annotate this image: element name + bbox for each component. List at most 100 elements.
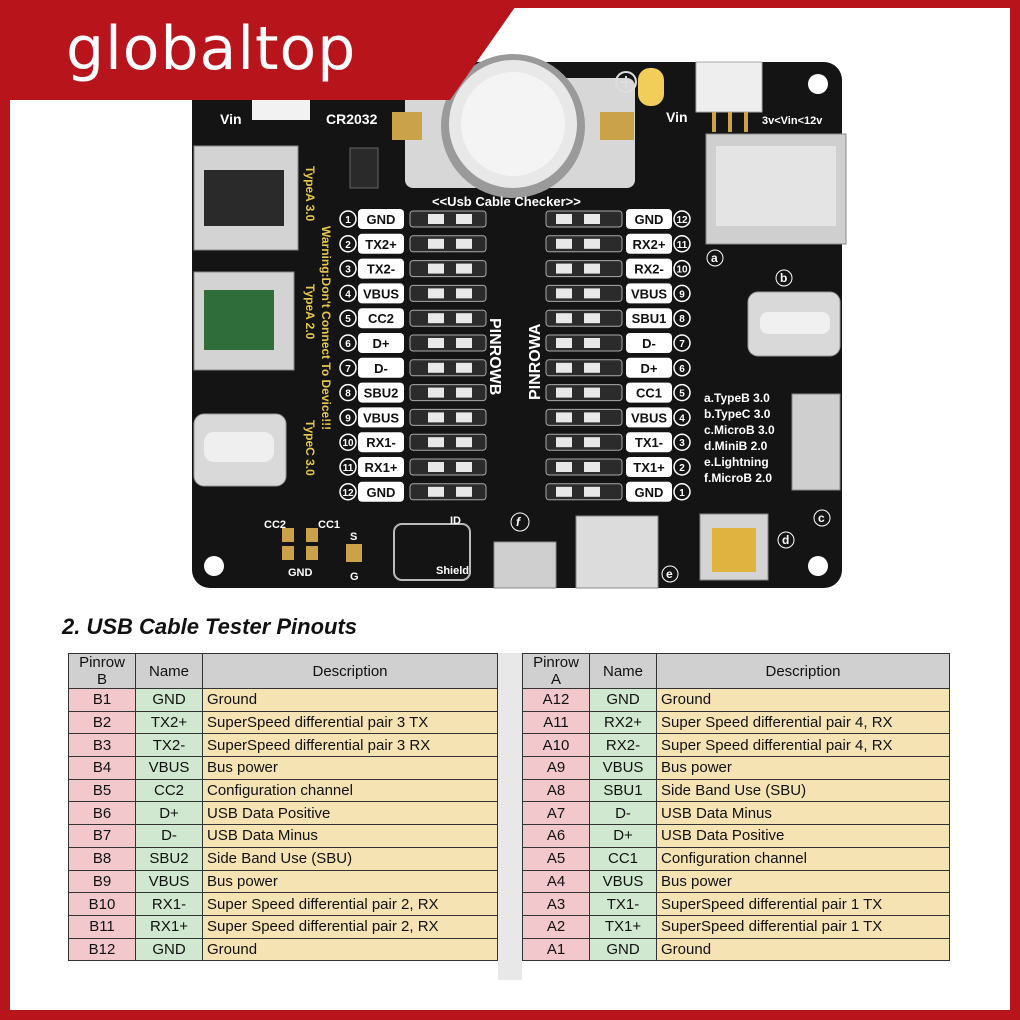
pin-number: 7 xyxy=(345,364,351,375)
pin-label-box xyxy=(358,481,404,502)
pin-label: SBU2 xyxy=(364,386,399,401)
pin-cell: A9 xyxy=(522,756,590,780)
led xyxy=(428,462,444,472)
name-cell: TX1+ xyxy=(589,914,657,939)
pin-label-box xyxy=(626,209,672,229)
pin-label: RX1- xyxy=(366,435,396,450)
pin-label: TX2+ xyxy=(365,237,397,252)
name-cell: GND xyxy=(589,937,657,962)
name-cell: GND xyxy=(589,688,657,712)
pin-label-box xyxy=(626,457,672,477)
description-cell: Bus power xyxy=(656,756,950,780)
pin-label-box xyxy=(358,233,404,254)
led-pad xyxy=(409,359,487,377)
gnd-label: GND xyxy=(288,567,313,579)
pin-number-circle xyxy=(339,235,357,253)
led-pad xyxy=(409,384,487,402)
led xyxy=(428,387,444,398)
pin-number: 10 xyxy=(342,438,354,449)
port-label-typec3: TypeC 3.0 xyxy=(303,420,317,476)
pin-number-circle xyxy=(339,309,357,327)
led xyxy=(556,437,572,448)
pin-number-circle xyxy=(673,334,691,352)
pcb-board xyxy=(192,62,842,588)
pin-label-box xyxy=(358,407,404,428)
circle-label-d: d xyxy=(782,533,789,547)
led xyxy=(556,462,572,472)
pin-number-circle xyxy=(673,284,691,303)
pin-number: 1 xyxy=(345,215,351,226)
led xyxy=(556,288,572,299)
led-pad xyxy=(409,210,487,228)
led-pad xyxy=(409,235,487,253)
pin-number-circle xyxy=(339,210,357,228)
description-cell: Super Speed differential pair 2, RX xyxy=(202,892,498,916)
pin-number: 12 xyxy=(342,488,354,499)
name-cell: VBUS xyxy=(589,869,657,894)
pin-label: GND xyxy=(367,212,396,227)
header-name: Name xyxy=(589,653,657,689)
pin-number-circle xyxy=(673,235,691,253)
pin-number-circle xyxy=(339,284,357,303)
battery-clip xyxy=(600,112,634,140)
frame-right xyxy=(1010,0,1020,1020)
plus-marker-icon xyxy=(615,71,637,93)
name-cell: RX1+ xyxy=(135,914,203,939)
pin-label: D- xyxy=(374,361,388,376)
description-cell: Super Speed differential pair 4, RX xyxy=(656,710,950,735)
pin-cell: B5 xyxy=(68,778,136,803)
pin-label: D- xyxy=(642,336,656,351)
pin-number: 11 xyxy=(343,463,354,474)
pin-number: 8 xyxy=(679,314,685,325)
led xyxy=(428,437,444,448)
led-pad xyxy=(409,260,487,278)
pin-label-box xyxy=(626,233,672,254)
description-cell: Bus power xyxy=(202,869,498,894)
led xyxy=(428,412,444,423)
pin-number-circle xyxy=(339,359,357,377)
pin-number: 6 xyxy=(679,364,685,375)
pin-number: 3 xyxy=(679,438,685,449)
name-cell: D+ xyxy=(135,801,203,826)
name-cell: TX2- xyxy=(135,733,203,758)
description-cell: SuperSpeed differential pair 3 RX xyxy=(202,733,498,758)
led-pad xyxy=(409,458,487,476)
name-cell: RX2- xyxy=(589,733,657,758)
description-cell: SuperSpeed differential pair 3 TX xyxy=(202,710,498,735)
name-cell: D+ xyxy=(589,824,657,848)
pin-number: 1 xyxy=(679,488,685,499)
pin-label-box xyxy=(358,457,404,477)
id-label: ID xyxy=(450,515,461,527)
pin-cell: A8 xyxy=(522,778,590,803)
pin-label-box xyxy=(626,333,672,353)
mount-hole xyxy=(204,556,224,576)
legend-item: f.MicroB 2.0 xyxy=(704,471,772,485)
pin-label: RX2- xyxy=(634,262,664,277)
pin-number-circle xyxy=(673,433,691,451)
mount-hole xyxy=(808,556,828,576)
pin-cell: B11 xyxy=(68,914,136,939)
led xyxy=(584,462,600,472)
name-cell: D- xyxy=(589,801,657,826)
pin-number: 5 xyxy=(679,389,685,400)
led xyxy=(584,238,600,249)
header-name: Name xyxy=(135,653,203,689)
warning-label: Warning:Don't Connect To Device!!! xyxy=(319,226,333,430)
circle-label-c: c xyxy=(818,511,825,525)
pin-label-box xyxy=(626,283,672,304)
pin-label: RX2+ xyxy=(633,237,666,252)
pin-label: D+ xyxy=(373,336,390,351)
pin-number-circle xyxy=(339,458,357,476)
pin-cell: B8 xyxy=(68,846,136,871)
pin-number: 11 xyxy=(677,240,688,251)
pin-cell: A4 xyxy=(522,869,590,894)
pin-label: RX1+ xyxy=(365,460,398,475)
led xyxy=(456,263,472,274)
